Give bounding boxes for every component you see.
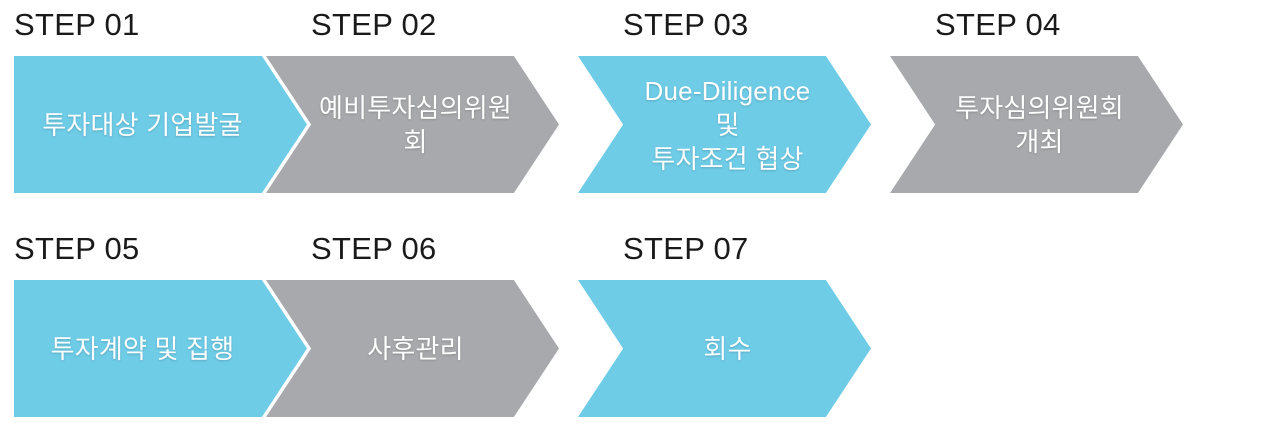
process-row-2: STEP 05 투자계약 및 집행 STEP 06 사후관리 STEP 07 회… [0,224,1280,417]
process-row-1: STEP 01 투자대상 기업발굴 STEP 02 예비투자심의위원회 STEP… [0,0,1280,193]
step-block-04[interactable]: STEP 04 투자심의위원회 개최 [890,0,1183,193]
step-chevron-03[interactable]: Due-Diligence 및 투자조건 협상 [578,56,871,193]
step-label-07: 회수 [703,333,752,364]
step-label-04: 투자심의위원회 개최 [955,92,1124,157]
step-caption-05: STEP 05 [14,231,140,266]
step-caption-02: STEP 02 [311,7,437,42]
step-caption-04: STEP 04 [935,7,1061,42]
step-block-05[interactable]: STEP 05 투자계약 및 집행 [14,224,307,417]
step-label-01: 투자대상 기업발굴 [42,109,243,140]
step-block-06[interactable]: STEP 06 사후관리 [266,224,559,417]
step-label-06: 사후관리 [367,333,464,364]
step-caption-06: STEP 06 [311,231,437,266]
step-block-02[interactable]: STEP 02 예비투자심의위원회 [266,0,559,193]
step-chevron-05[interactable]: 투자계약 및 집행 [14,280,307,417]
step-block-03[interactable]: STEP 03 Due-Diligence 및 투자조건 협상 [578,0,871,193]
step-chevron-04[interactable]: 투자심의위원회 개최 [890,56,1183,193]
step-block-01[interactable]: STEP 01 투자대상 기업발굴 [14,0,307,193]
step-chevron-01[interactable]: 투자대상 기업발굴 [14,56,307,193]
step-chevron-02[interactable]: 예비투자심의위원회 [266,56,559,193]
step-caption-03: STEP 03 [623,7,749,42]
step-label-05: 투자계약 및 집행 [50,333,235,364]
step-chevron-06[interactable]: 사후관리 [266,280,559,417]
step-label-02: 예비투자심의위원회 [319,92,512,157]
step-block-07[interactable]: STEP 07 회수 [578,224,871,417]
step-label-03: Due-Diligence 및 투자조건 협상 [644,75,811,174]
step-caption-07: STEP 07 [623,231,749,266]
step-chevron-07[interactable]: 회수 [578,280,871,417]
step-caption-01: STEP 01 [14,7,140,42]
